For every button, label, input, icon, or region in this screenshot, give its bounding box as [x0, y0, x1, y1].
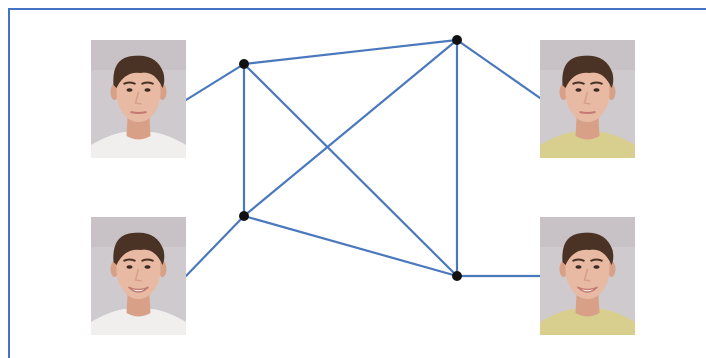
left-eyebrow [572, 81, 585, 85]
neutral-mouth [130, 111, 147, 114]
left-eyebrow [123, 81, 136, 85]
nose [583, 268, 591, 282]
face-bottom-right-photo [540, 217, 635, 335]
face-bottom-left-photo [91, 217, 186, 335]
edge-node-a-node-c [242, 38, 459, 66]
left-eye [126, 265, 133, 269]
edge-face-top-right-node-c [455, 38, 542, 100]
nose [134, 91, 142, 105]
face-top-left-photo [91, 40, 186, 158]
right-eye [144, 265, 151, 269]
right-ear [607, 261, 616, 277]
neck [575, 118, 600, 140]
left-eye [575, 88, 582, 92]
right-eye [144, 88, 151, 92]
smiling-mouth [577, 286, 598, 293]
edge-face-top-left-node-a [184, 62, 246, 102]
right-eyebrow [141, 258, 154, 262]
right-ear [607, 84, 616, 100]
left-eyebrow [123, 258, 136, 262]
right-eye [593, 265, 600, 269]
left-eye [126, 88, 133, 92]
right-eye [593, 88, 600, 92]
shirt [540, 132, 635, 158]
shirt [540, 309, 635, 335]
edge-node-b-node-d [242, 214, 459, 278]
node-c [452, 35, 462, 45]
neck [575, 295, 600, 317]
shirt [91, 132, 186, 158]
edge-face-bottom-left-node-b [184, 214, 246, 278]
right-eyebrow [590, 81, 603, 85]
node-a [239, 59, 249, 69]
left-eye [575, 265, 582, 269]
hair [562, 55, 614, 88]
diagram-frame [8, 8, 706, 358]
hair [113, 55, 165, 88]
neck [126, 118, 151, 140]
node-d [452, 271, 462, 281]
right-eyebrow [590, 258, 603, 262]
shirt [91, 309, 186, 335]
right-ear [158, 84, 167, 100]
nose [583, 91, 591, 105]
edge-node-b-node-c [242, 38, 459, 218]
neutral-mouth [579, 111, 596, 114]
hair [562, 232, 614, 265]
smiling-mouth [128, 286, 149, 293]
face-top-right-photo [540, 40, 635, 158]
nose [134, 268, 142, 282]
right-eyebrow [141, 81, 154, 85]
neck [126, 295, 151, 317]
left-eyebrow [572, 258, 585, 262]
node-b [239, 211, 249, 221]
edge-node-a-node-d [242, 62, 459, 278]
hair [113, 232, 165, 265]
right-ear [158, 261, 167, 277]
